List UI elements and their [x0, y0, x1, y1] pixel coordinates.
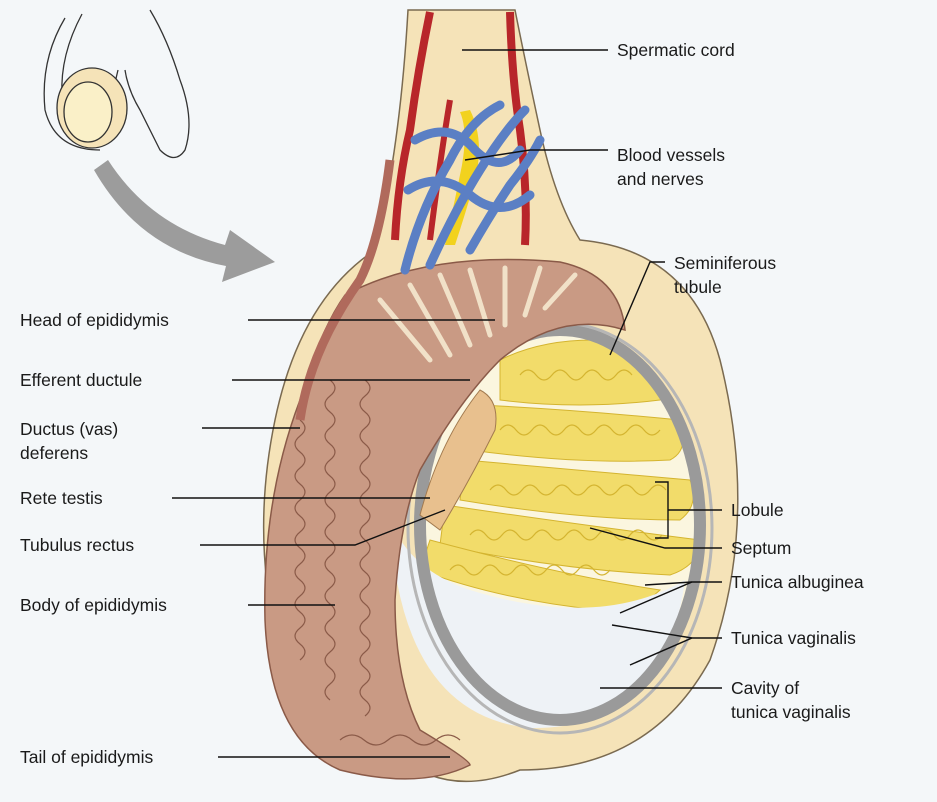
- label-efferent-ductule: Efferent ductule: [20, 368, 142, 392]
- label-tubulus-rectus: Tubulus rectus: [20, 533, 134, 557]
- label-tunica-albuginea: Tunica albuginea: [731, 570, 864, 594]
- label-tail-of-epididymis: Tail of epididymis: [20, 745, 153, 769]
- label-lobule: Lobule: [731, 498, 784, 522]
- label-rete-testis: Rete testis: [20, 486, 103, 510]
- label-spermatic-cord: Spermatic cord: [617, 38, 735, 62]
- label-head-of-epididymis: Head of epididymis: [20, 308, 169, 332]
- label-seminiferous-tubule: Seminiferous tubule: [674, 251, 776, 299]
- label-septum: Septum: [731, 536, 791, 560]
- label-ductus-deferens: Ductus (vas) deferens: [20, 417, 118, 465]
- inset-overview: [44, 10, 189, 158]
- label-blood-vessels: Blood vessels and nerves: [617, 143, 725, 191]
- label-cavity-of-tunica-vaginalis: Cavity of tunica vaginalis: [731, 676, 851, 724]
- pointer-arrow: [94, 160, 275, 282]
- label-tunica-vaginalis: Tunica vaginalis: [731, 626, 856, 650]
- label-body-of-epididymis: Body of epididymis: [20, 593, 167, 617]
